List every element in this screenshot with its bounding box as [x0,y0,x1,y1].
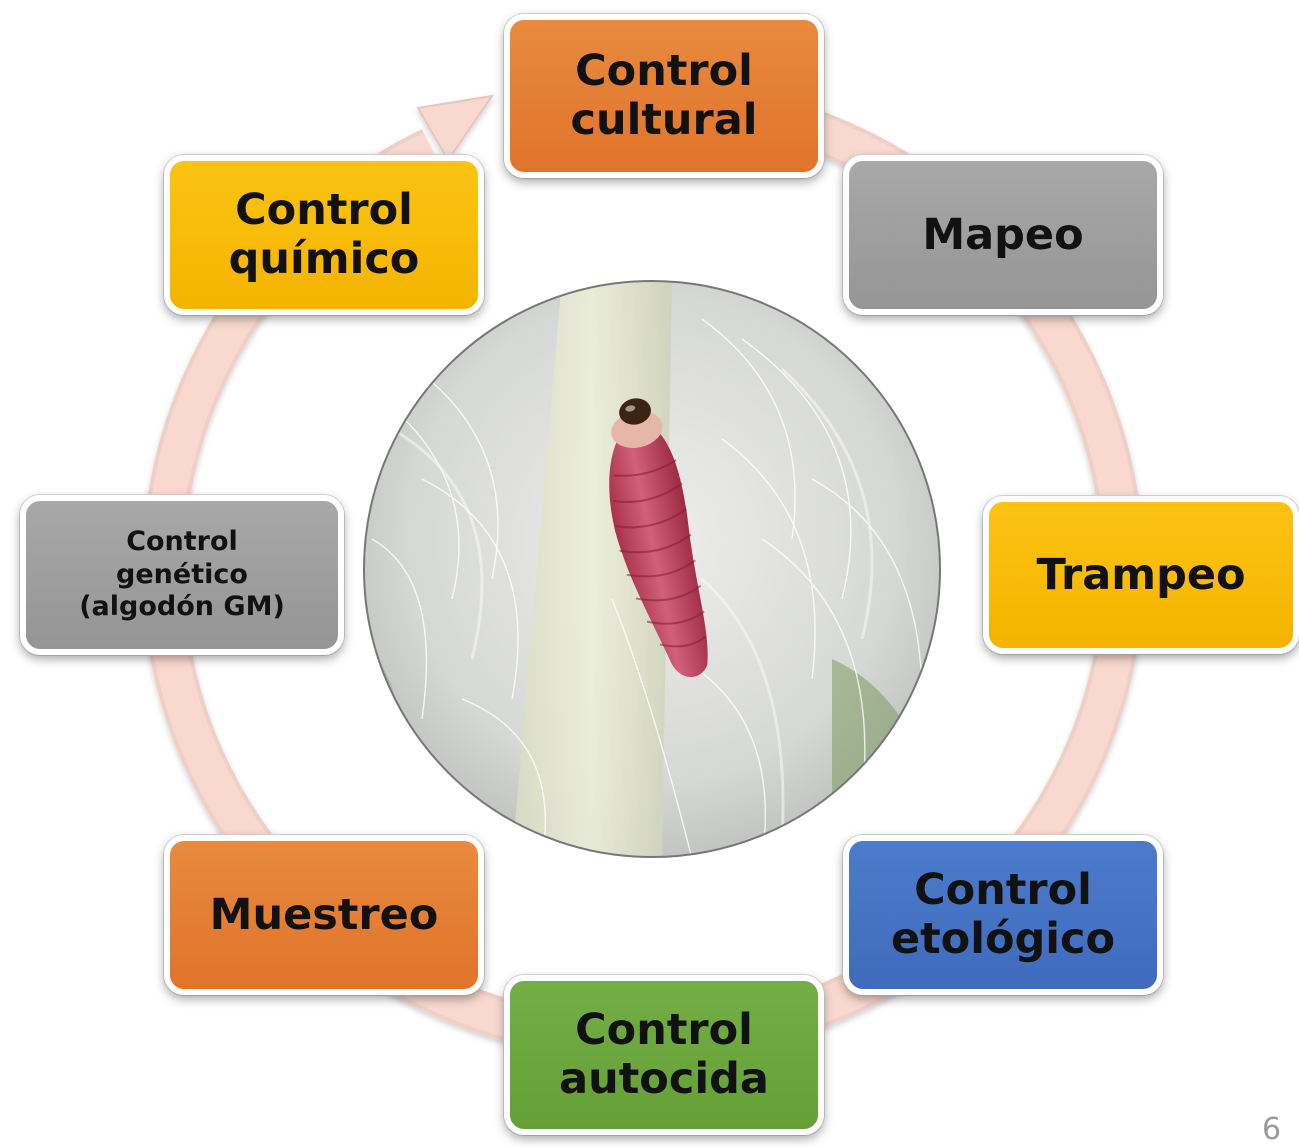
node-label-line: etológico [891,915,1115,964]
larva-photo [362,279,942,859]
node-trampeo: Trampeo [983,496,1299,654]
node-label-line: cultural [571,96,758,145]
node-control-genetico: Control genético (algodón GM) [20,495,344,655]
node-label-line: Trampeo [1036,551,1245,600]
node-control-quimico: Control químico [164,155,484,315]
node-label-line: genético [79,559,285,591]
node-label-line: Control [229,186,420,235]
node-label-line: Control [79,526,285,558]
node-label-line: autocida [559,1055,769,1104]
node-muestreo: Muestreo [164,835,484,995]
node-label-line: Muestreo [210,891,439,940]
node-control-autocida: Control autocida [504,975,824,1135]
node-mapeo: Mapeo [843,155,1163,315]
node-label-line: Control [571,47,758,96]
node-label-line: Mapeo [922,211,1083,260]
node-control-etologico: Control etológico [843,835,1163,995]
node-label-line: Control [891,866,1115,915]
node-control-cultural: Control cultural [504,14,824,178]
node-label-line: Control [559,1006,769,1055]
node-label-line: (algodón GM) [79,591,285,623]
node-label-line: químico [229,235,420,284]
page-number: 6 [1262,1112,1281,1147]
